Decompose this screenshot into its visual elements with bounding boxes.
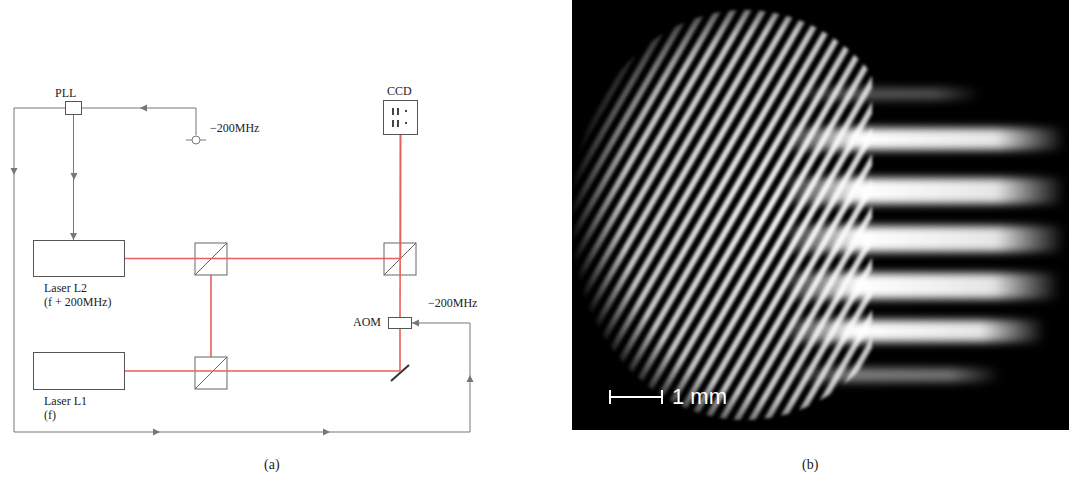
laser-beam [125, 135, 401, 259]
ccd-fringe-icon [392, 108, 407, 127]
beam-segment [210, 275, 212, 357]
frequency-label: −200MHz [210, 122, 259, 135]
panel-label: (b) [802, 457, 818, 473]
pll-box: PLL [65, 101, 82, 115]
modulator-box: AOM [388, 317, 412, 329]
horizontal-fringes [790, 88, 1065, 382]
photo-ground [572, 0, 1069, 430]
node-label: AOM [353, 316, 381, 329]
node-label: Laser L1 [44, 395, 87, 408]
scale-label: 1 mm [672, 384, 727, 410]
laser-box: Laser L1(f) [33, 352, 125, 390]
node-label: (f + 200MHz) [44, 296, 111, 309]
node-label: Laser L2 [44, 282, 87, 295]
flow-chevron [11, 105, 474, 436]
diagonal-fringes [572, 0, 872, 430]
laser-beam [400, 135, 402, 317]
camera-box: CCD [383, 100, 418, 135]
panel-label: (a) [264, 457, 280, 473]
node-label: (f) [44, 409, 56, 422]
scale-bar [610, 390, 662, 404]
beam-splitter [195, 243, 416, 389]
laser-beam [125, 329, 400, 371]
node-label: PLL [55, 87, 76, 100]
oscillator-feed [82, 108, 206, 144]
signal-line [14, 108, 470, 432]
frequency-label: −200MHz [428, 297, 477, 310]
signal-line [70, 115, 77, 240]
laser-box: Laser L2(f + 200MHz) [33, 240, 125, 277]
node-label: CCD [387, 85, 412, 98]
